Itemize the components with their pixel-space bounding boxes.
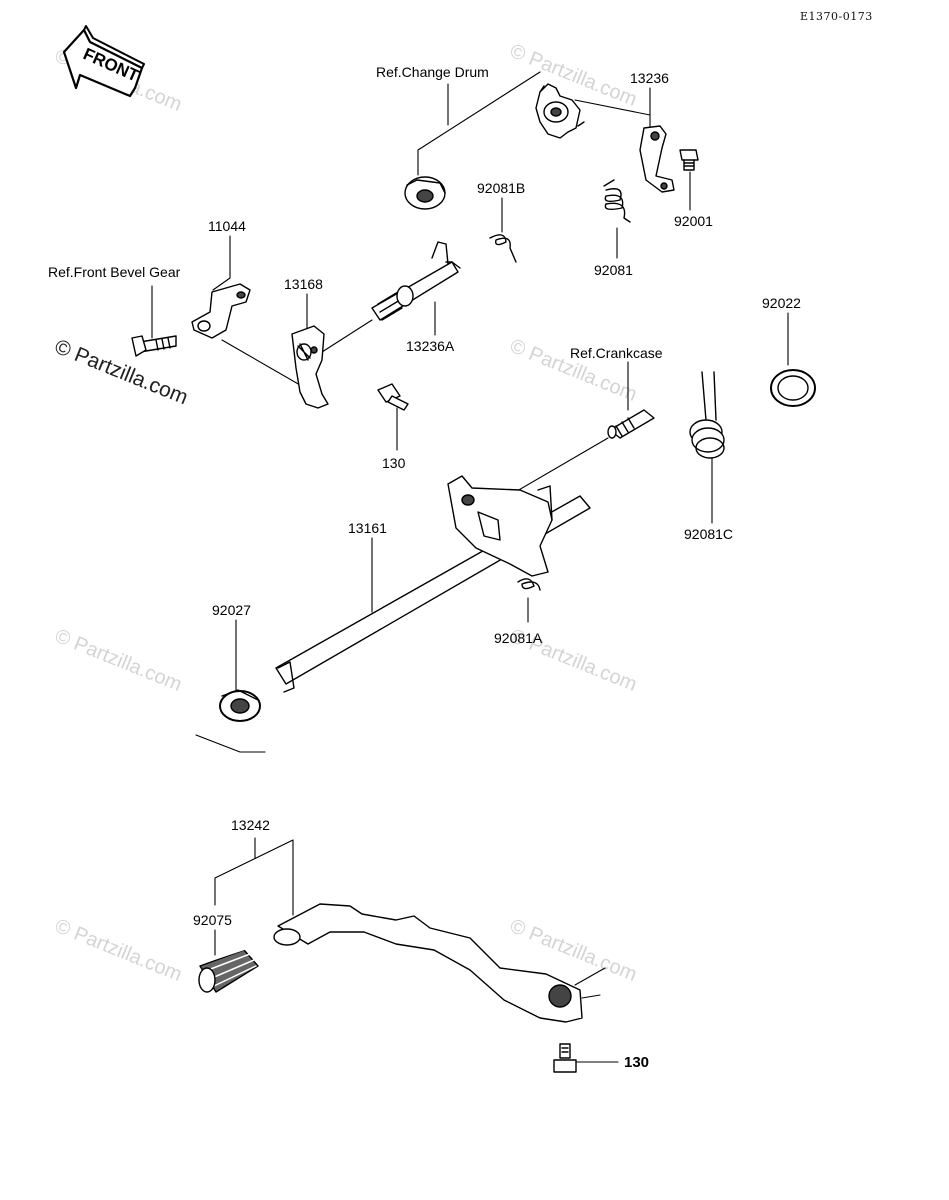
bolt-92001 [679, 149, 699, 171]
shift-pedal-13242 [273, 903, 583, 1023]
plate-11044 [191, 283, 251, 339]
label-11044: 11044 [208, 218, 246, 234]
bolt-130-top [377, 383, 409, 411]
label-ref-change-drum: Ref.Change Drum [376, 64, 489, 80]
label-130-bottom: 130 [624, 1054, 650, 1071]
label-92081B: 92081B [477, 180, 526, 196]
label-92022: 92022 [762, 295, 801, 311]
label-13236A: 13236A [406, 338, 455, 354]
spring-92081A [517, 578, 541, 591]
label-92081: 92081 [594, 262, 633, 278]
washer-92022 [770, 369, 816, 407]
label-130-top: 130 [382, 455, 406, 471]
label-92075: 92075 [193, 912, 232, 928]
change-drum-spacer [404, 176, 446, 210]
front-arrow-icon: FRONT [62, 25, 145, 98]
diagram-code: E1370-0173 [800, 10, 873, 23]
change-drum-cam [535, 83, 585, 139]
label-92081A: 92081A [494, 630, 543, 646]
spring-92081C [689, 371, 725, 459]
label-ref-crankcase: Ref.Crankcase [570, 345, 663, 361]
label-92027: 92027 [212, 602, 251, 618]
arm-13168 [291, 325, 329, 409]
label-13242: 13242 [231, 817, 270, 833]
shift-shaft-13161 [275, 475, 591, 693]
spring-92081 [603, 179, 631, 223]
label-ref-front-bevel-gear: Ref.Front Bevel Gear [48, 264, 181, 280]
rubber-grip-92075 [198, 947, 259, 993]
pin-crankcase [607, 409, 655, 439]
shift-lever-13236 [639, 125, 675, 193]
shaft-13236A [371, 241, 461, 321]
label-92001: 92001 [674, 213, 713, 229]
bolt-130-bottom [553, 1043, 577, 1073]
spring-92081B [489, 234, 517, 263]
bolt-front-bevel [131, 335, 177, 357]
label-13236: 13236 [630, 70, 669, 86]
label-92081C: 92081C [684, 526, 734, 542]
seal-92027 [219, 689, 261, 722]
label-13161: 13161 [348, 520, 387, 536]
label-13168: 13168 [284, 276, 323, 292]
